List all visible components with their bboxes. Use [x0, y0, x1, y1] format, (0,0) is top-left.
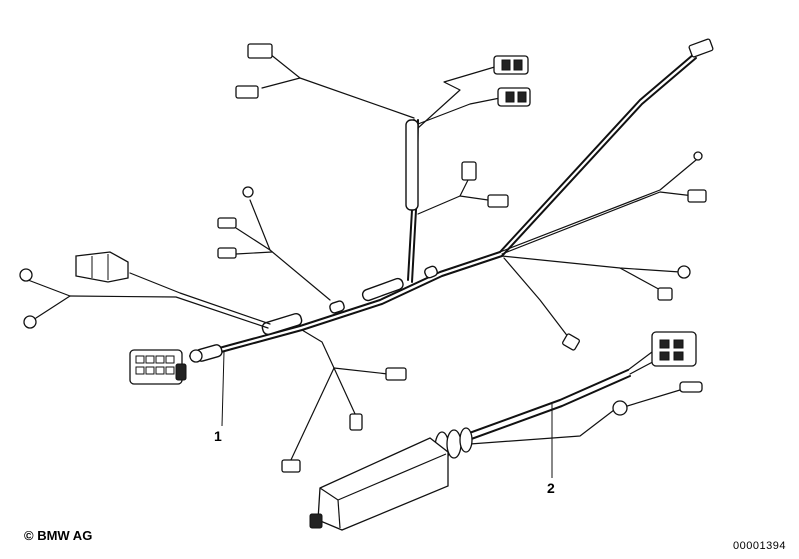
upper-left-branches — [217, 186, 331, 301]
document-number: 00001394 — [733, 540, 786, 552]
main-harness — [189, 251, 503, 363]
central-bundle — [235, 43, 531, 283]
callout-2: 2 — [547, 480, 555, 496]
multipin-connector-left — [129, 349, 187, 385]
left-branch — [19, 251, 271, 329]
copyright-label: © BMW AG — [24, 528, 93, 543]
lower-branch — [281, 329, 407, 473]
callout-1: 1 — [214, 428, 222, 444]
control-unit-harness — [309, 331, 703, 531]
callout-1-leader — [221, 351, 225, 427]
right-branches — [499, 38, 714, 351]
